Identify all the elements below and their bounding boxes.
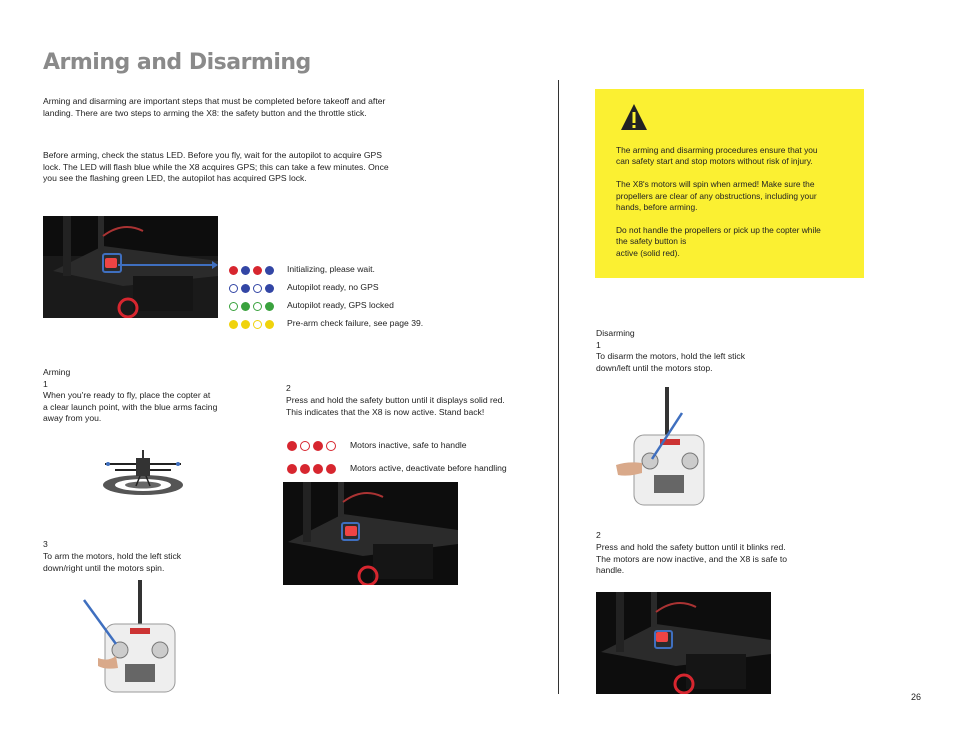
arming-step3-number: 3 [43,539,48,549]
disarming-heading: Disarming [596,328,635,338]
safety-led-legend: Motors inactive, safe to handle Motors a… [287,434,507,480]
safety-row-inactive: Motors inactive, safe to handle [287,434,507,457]
led-label: Pre-arm check failure, see page 39. [287,318,424,329]
copter-status-led-photo [43,216,218,318]
arming-heading: Arming [43,367,71,377]
disarming-step2-number: 2 [596,530,601,540]
arrow-head-icon [212,261,218,269]
safety-dots [287,440,336,451]
led-label: Initializing, please wait. [287,264,375,275]
safety-label: Motors inactive, safe to handle [350,439,467,450]
status-led-legend: Initializing, please wait. Autopilot rea… [229,261,423,333]
led-label: Autopilot ready, GPS locked [287,300,394,311]
disarm-button-highlight [654,630,673,649]
disarming-step2-text: Press and hold the safety button until i… [596,542,788,576]
led-dots [229,283,274,293]
arming-step2-text: Press and hold the safety button until i… [286,395,505,417]
column-divider [558,80,559,694]
led-dots [229,301,274,311]
transmitter-arm-image [80,578,180,694]
led-dots [229,265,274,275]
status-led-highlight [102,253,122,273]
arming-step1-number: 1 [43,379,48,389]
safety-row-active: Motors active, deactivate before handlin… [287,457,507,480]
status-led-arrow [118,264,216,266]
arming-step3-text: To arm the motors, hold the left stick d… [43,551,182,573]
status-paragraph: Before arming, check the status LED. Bef… [43,150,389,184]
disarming-step1-number: 1 [596,340,601,350]
intro-paragraph: Arming and disarming are important steps… [43,96,386,118]
safety-dots [287,463,336,474]
page-number: 26 [910,692,921,702]
safety-label: Motors active, deactivate before handlin… [350,462,507,473]
copter-launch-image [100,448,186,498]
warning-text: The arming and disarming procedures ensu… [616,145,821,258]
led-label: Autopilot ready, no GPS [287,282,379,293]
led-row-gps-locked: Autopilot ready, GPS locked [229,297,423,315]
copter-disarm-photo [596,592,771,694]
disarming-step1-text: To disarm the motors, hold the left stic… [596,351,746,373]
arming-step1-text: When you're ready to fly, place the copt… [43,390,218,424]
led-row-no-gps: Autopilot ready, no GPS [229,279,423,297]
transmitter-disarm-image [612,387,712,507]
led-row-initializing: Initializing, please wait. [229,261,423,279]
led-dots [229,319,274,329]
page-title: Arming and Disarming [43,50,311,75]
safety-button-highlight [341,522,360,541]
warning-icon [620,103,648,136]
led-row-prearm-failure: Pre-arm check failure, see page 39. [229,315,423,333]
arming-step2-number: 2 [286,383,291,393]
copter-safety-button-photo [283,482,458,585]
